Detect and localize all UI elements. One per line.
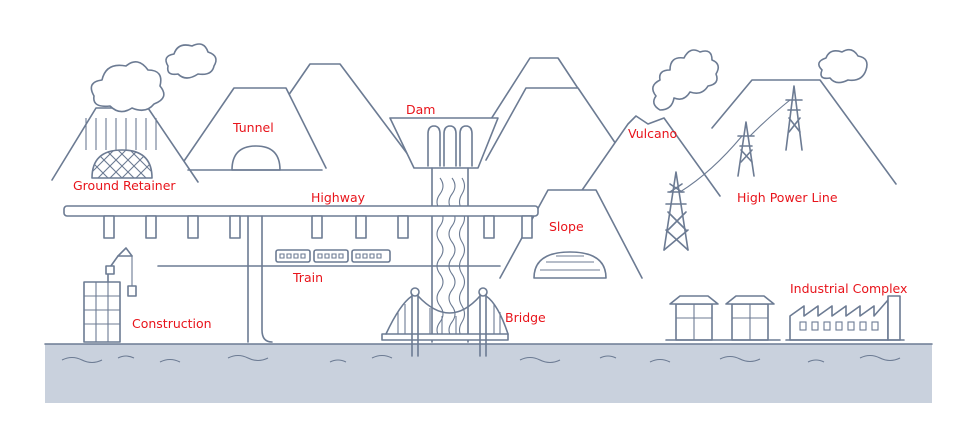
dam-structure — [389, 117, 499, 343]
label-construction: Construction — [132, 316, 212, 331]
cloud-top — [165, 43, 217, 79]
train — [157, 249, 501, 267]
label-highway: Highway — [311, 190, 366, 205]
labels: Ground Retainer Tunnel Dam Highway Vulca… — [73, 102, 907, 331]
highway — [63, 205, 539, 343]
label-ground-retainer: Ground Retainer — [73, 178, 176, 193]
power-pylons — [663, 85, 803, 251]
label-vulcano: Vulcano — [628, 126, 677, 141]
storage-tanks — [665, 295, 781, 341]
label-train: Train — [292, 270, 323, 285]
ground-retainer-structure — [85, 118, 157, 179]
mountain-far-right — [711, 79, 897, 185]
bridge — [381, 287, 509, 357]
cloud-left — [90, 61, 165, 113]
mountain-range — [51, 57, 897, 279]
clouds — [90, 43, 868, 113]
label-high-power-line: High Power Line — [737, 190, 838, 205]
water-waves — [61, 354, 901, 364]
tunnel-portal — [231, 145, 281, 171]
mountain-right-mid — [485, 87, 621, 161]
mountain-center — [287, 63, 413, 161]
label-tunnel: Tunnel — [232, 120, 274, 135]
label-slope: Slope — [549, 219, 584, 234]
mountain-tunnel — [181, 87, 327, 169]
label-bridge: Bridge — [505, 310, 546, 325]
cloud-right — [818, 48, 868, 84]
label-dam: Dam — [406, 102, 435, 117]
volcano-smoke — [652, 49, 720, 111]
industrial-complex — [785, 295, 905, 341]
mountain-vulcano — [577, 115, 721, 197]
slope-dome — [533, 251, 607, 279]
label-industrial-complex: Industrial Complex — [790, 281, 907, 296]
water — [45, 344, 932, 403]
construction-site — [83, 247, 137, 343]
